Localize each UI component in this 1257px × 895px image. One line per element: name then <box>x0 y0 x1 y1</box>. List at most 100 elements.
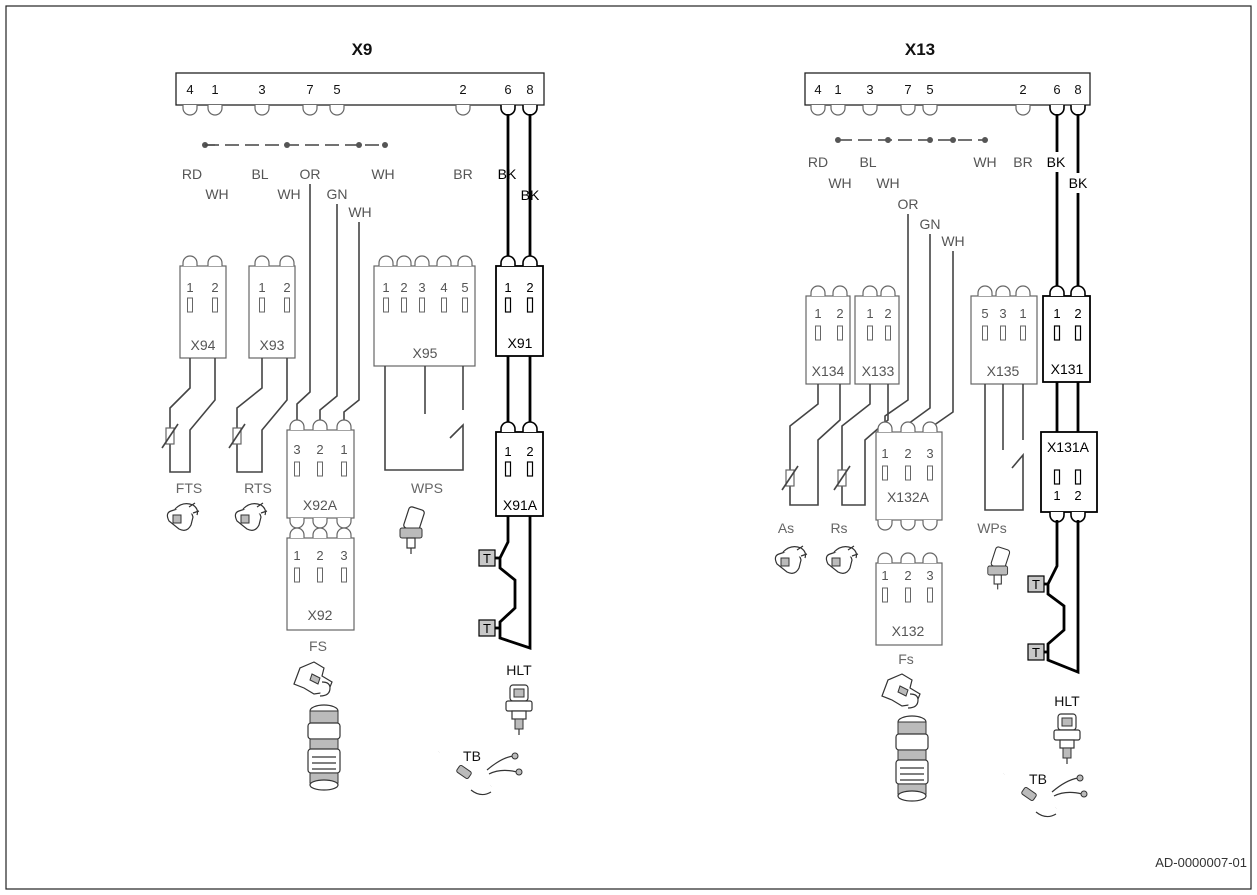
connector-pin-label: 1 <box>1053 306 1060 321</box>
connector-pin-label: 3 <box>418 280 425 295</box>
wire-color-label: BK <box>1047 154 1066 170</box>
terminal-number: 2 <box>1019 82 1026 97</box>
terminal-cap <box>877 552 893 563</box>
terminal-cap <box>880 285 896 296</box>
thermostat-label: T <box>1032 645 1040 660</box>
pin-slot <box>927 587 933 603</box>
pin-slot <box>882 587 888 603</box>
pin-slot <box>815 325 821 341</box>
terminal-cap <box>977 285 993 296</box>
thermostat-box <box>1027 643 1045 661</box>
junction-dot <box>927 137 933 143</box>
terminal-cap <box>810 285 826 296</box>
terminal-number: 7 <box>904 82 911 97</box>
pin-slot <box>504 297 512 313</box>
x9-terminal-block <box>175 72 545 106</box>
x9-title: X9 <box>352 40 373 59</box>
wps-lead-x13 <box>984 384 1024 511</box>
terminal-cap <box>207 105 223 116</box>
wire-color-label: OR <box>898 196 919 212</box>
connector-pin-label: 5 <box>981 306 988 321</box>
terminal-cap <box>830 105 846 116</box>
pin-slot <box>187 297 193 313</box>
sensor-slash <box>161 423 179 449</box>
terminal-cap <box>522 421 538 432</box>
terminal-cap <box>289 419 305 430</box>
thermostat-box <box>478 619 496 637</box>
pin-slot <box>982 325 988 341</box>
pin-slot <box>885 325 891 341</box>
pin-slot <box>504 461 512 477</box>
flow-sensor-body-x13-icon <box>895 715 929 802</box>
terminal-cap <box>207 255 223 266</box>
sensor-slash <box>781 465 799 491</box>
terminal-cap <box>500 105 516 116</box>
wire-color-label: WH <box>348 204 371 220</box>
terminal-number: 8 <box>526 82 533 97</box>
pin-slot <box>1000 325 1006 341</box>
connector-pin-label: 2 <box>904 446 911 461</box>
connector-pin-label: 1 <box>340 442 347 457</box>
junction-dot <box>982 137 988 143</box>
wire-color-label: WH <box>828 175 851 191</box>
pin-slot <box>401 297 407 313</box>
pin-slot <box>383 297 389 313</box>
terminal-number: 6 <box>504 82 511 97</box>
terminal-cap <box>922 105 938 116</box>
connector-name: X92 <box>308 607 333 623</box>
connector-name: X131A <box>1047 439 1090 455</box>
as-lead <box>789 384 841 506</box>
wire-color-label: BR <box>453 166 472 182</box>
connector-pin-label: 1 <box>1053 488 1060 503</box>
diagram-frame <box>5 5 1252 890</box>
connector-pin-label: 1 <box>866 306 873 321</box>
water-pressure-sensor-icon <box>399 505 426 555</box>
as-sensor-symbol <box>781 465 799 491</box>
junction-dot <box>950 137 956 143</box>
connector-body <box>1042 295 1091 383</box>
pin-slot <box>294 461 300 477</box>
pin-slot <box>1074 325 1082 341</box>
thermostat-4: T <box>1027 643 1045 661</box>
pin-slot <box>212 297 218 313</box>
terminal-number: 5 <box>926 82 933 97</box>
connector-pin-label: 3 <box>340 548 347 563</box>
connector-body <box>1040 431 1098 513</box>
terminal-cap <box>312 527 328 538</box>
terminal-cap <box>289 518 305 529</box>
connector-pin-label: 1 <box>258 280 265 295</box>
pin-slot <box>867 325 873 341</box>
component-fts: FTS <box>176 480 202 496</box>
thermostat-box <box>478 549 496 567</box>
connector-pin-label: 2 <box>836 306 843 321</box>
component-tb: TB <box>463 748 481 764</box>
junction-dot <box>885 137 891 143</box>
terminal-cap <box>289 527 305 538</box>
reference-code: AD-0000007-01 <box>1155 855 1247 870</box>
terminal-number: 3 <box>866 82 873 97</box>
fts-sensor-icon <box>166 502 200 531</box>
component-rts: RTS <box>244 480 272 496</box>
wire-color-label: RD <box>808 154 828 170</box>
connector-body <box>373 265 476 367</box>
terminal-cap <box>336 527 352 538</box>
connector-pin-label: 2 <box>316 548 323 563</box>
as-sensor-icon <box>774 545 808 574</box>
connector-pin-label: 2 <box>283 280 290 295</box>
connector-pin-label: 1 <box>881 446 888 461</box>
terminal-cap <box>336 518 352 529</box>
thermostat-label: T <box>483 551 491 566</box>
terminal-cap <box>922 552 938 563</box>
terminal-cap <box>877 421 893 432</box>
component-as: As <box>778 520 794 536</box>
terminal-cap <box>336 419 352 430</box>
terminal-cap <box>414 255 430 266</box>
